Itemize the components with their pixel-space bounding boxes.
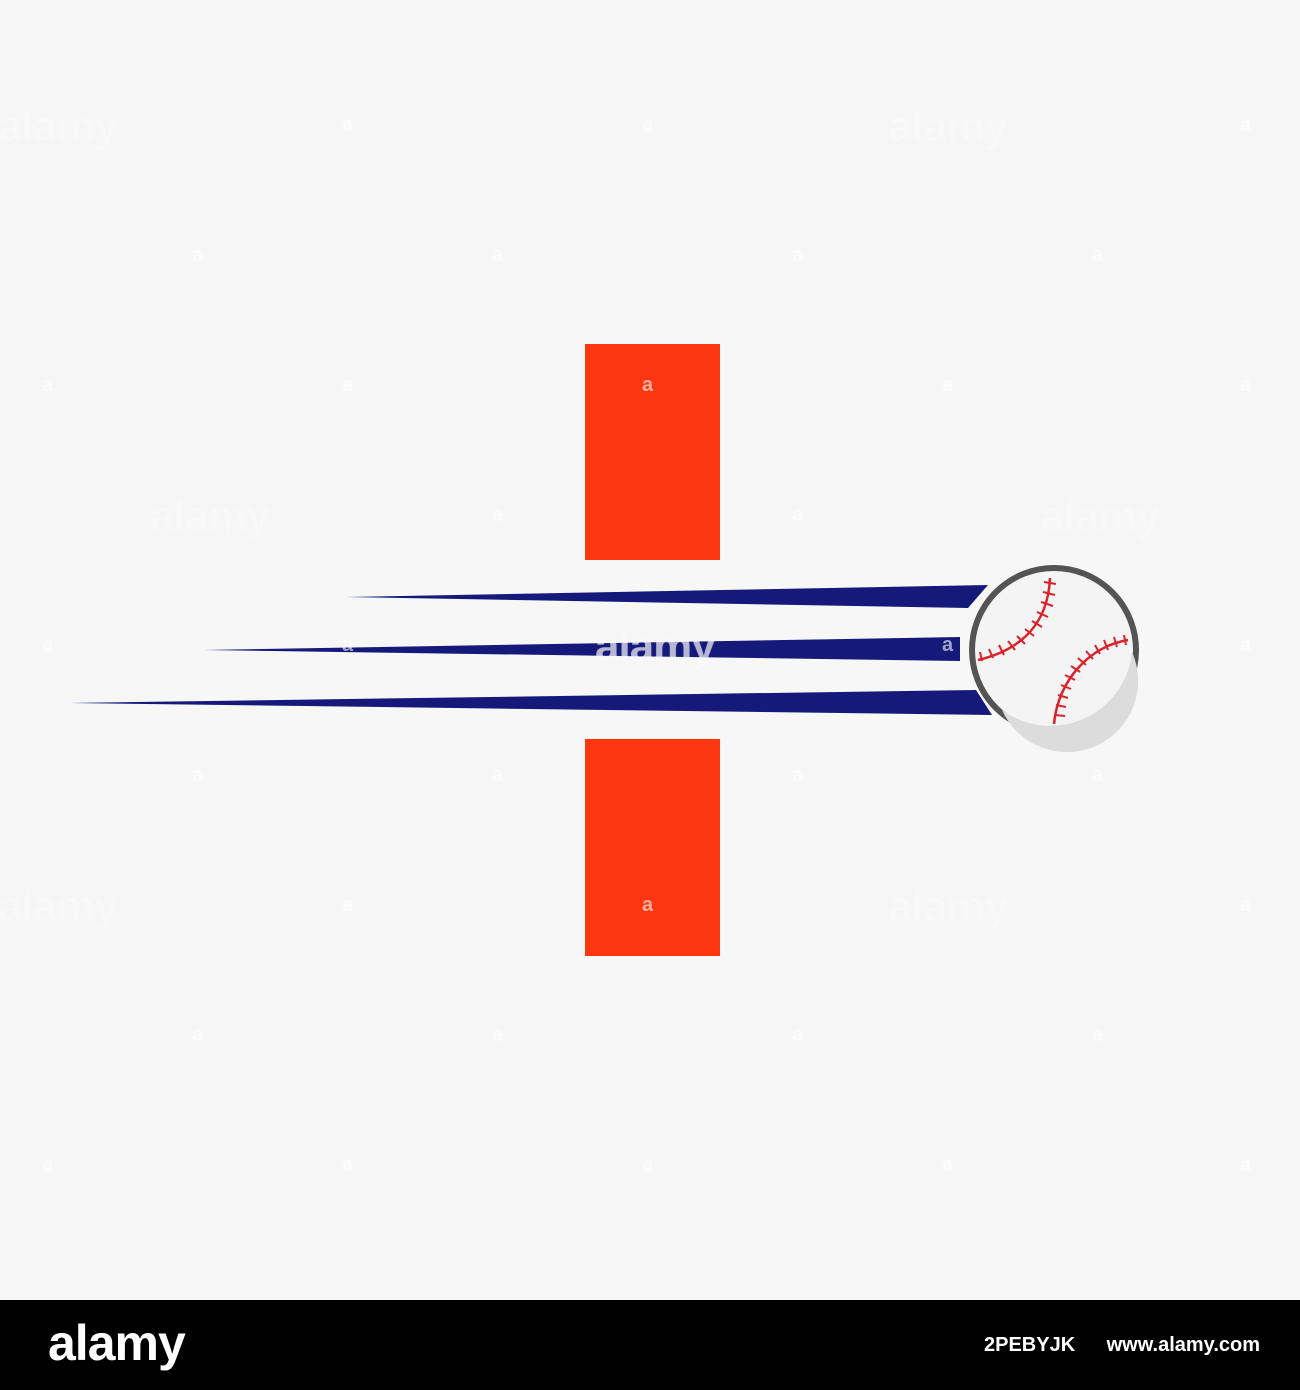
speed-lines bbox=[70, 585, 992, 715]
speed-line-middle bbox=[204, 637, 960, 661]
footer-url: www.alamy.com bbox=[1106, 1334, 1260, 1356]
baseball-letter-i-logo bbox=[70, 344, 1139, 956]
letter-i-top-block bbox=[585, 344, 720, 560]
footer-image-id: 2PEBYJK bbox=[984, 1334, 1076, 1356]
speed-line-top bbox=[346, 585, 988, 608]
speed-line-bottom bbox=[70, 690, 992, 715]
footer-brand-logo: alamy bbox=[48, 1315, 186, 1371]
letter-i-bottom-block bbox=[585, 739, 720, 956]
footer-bar: alamy 2PEBYJK www.alamy.com bbox=[0, 1300, 1300, 1390]
baseball-icon bbox=[969, 565, 1139, 753]
logo-canvas: alamy alamy alamy alamy alamy alamy alam… bbox=[0, 102, 1161, 956]
